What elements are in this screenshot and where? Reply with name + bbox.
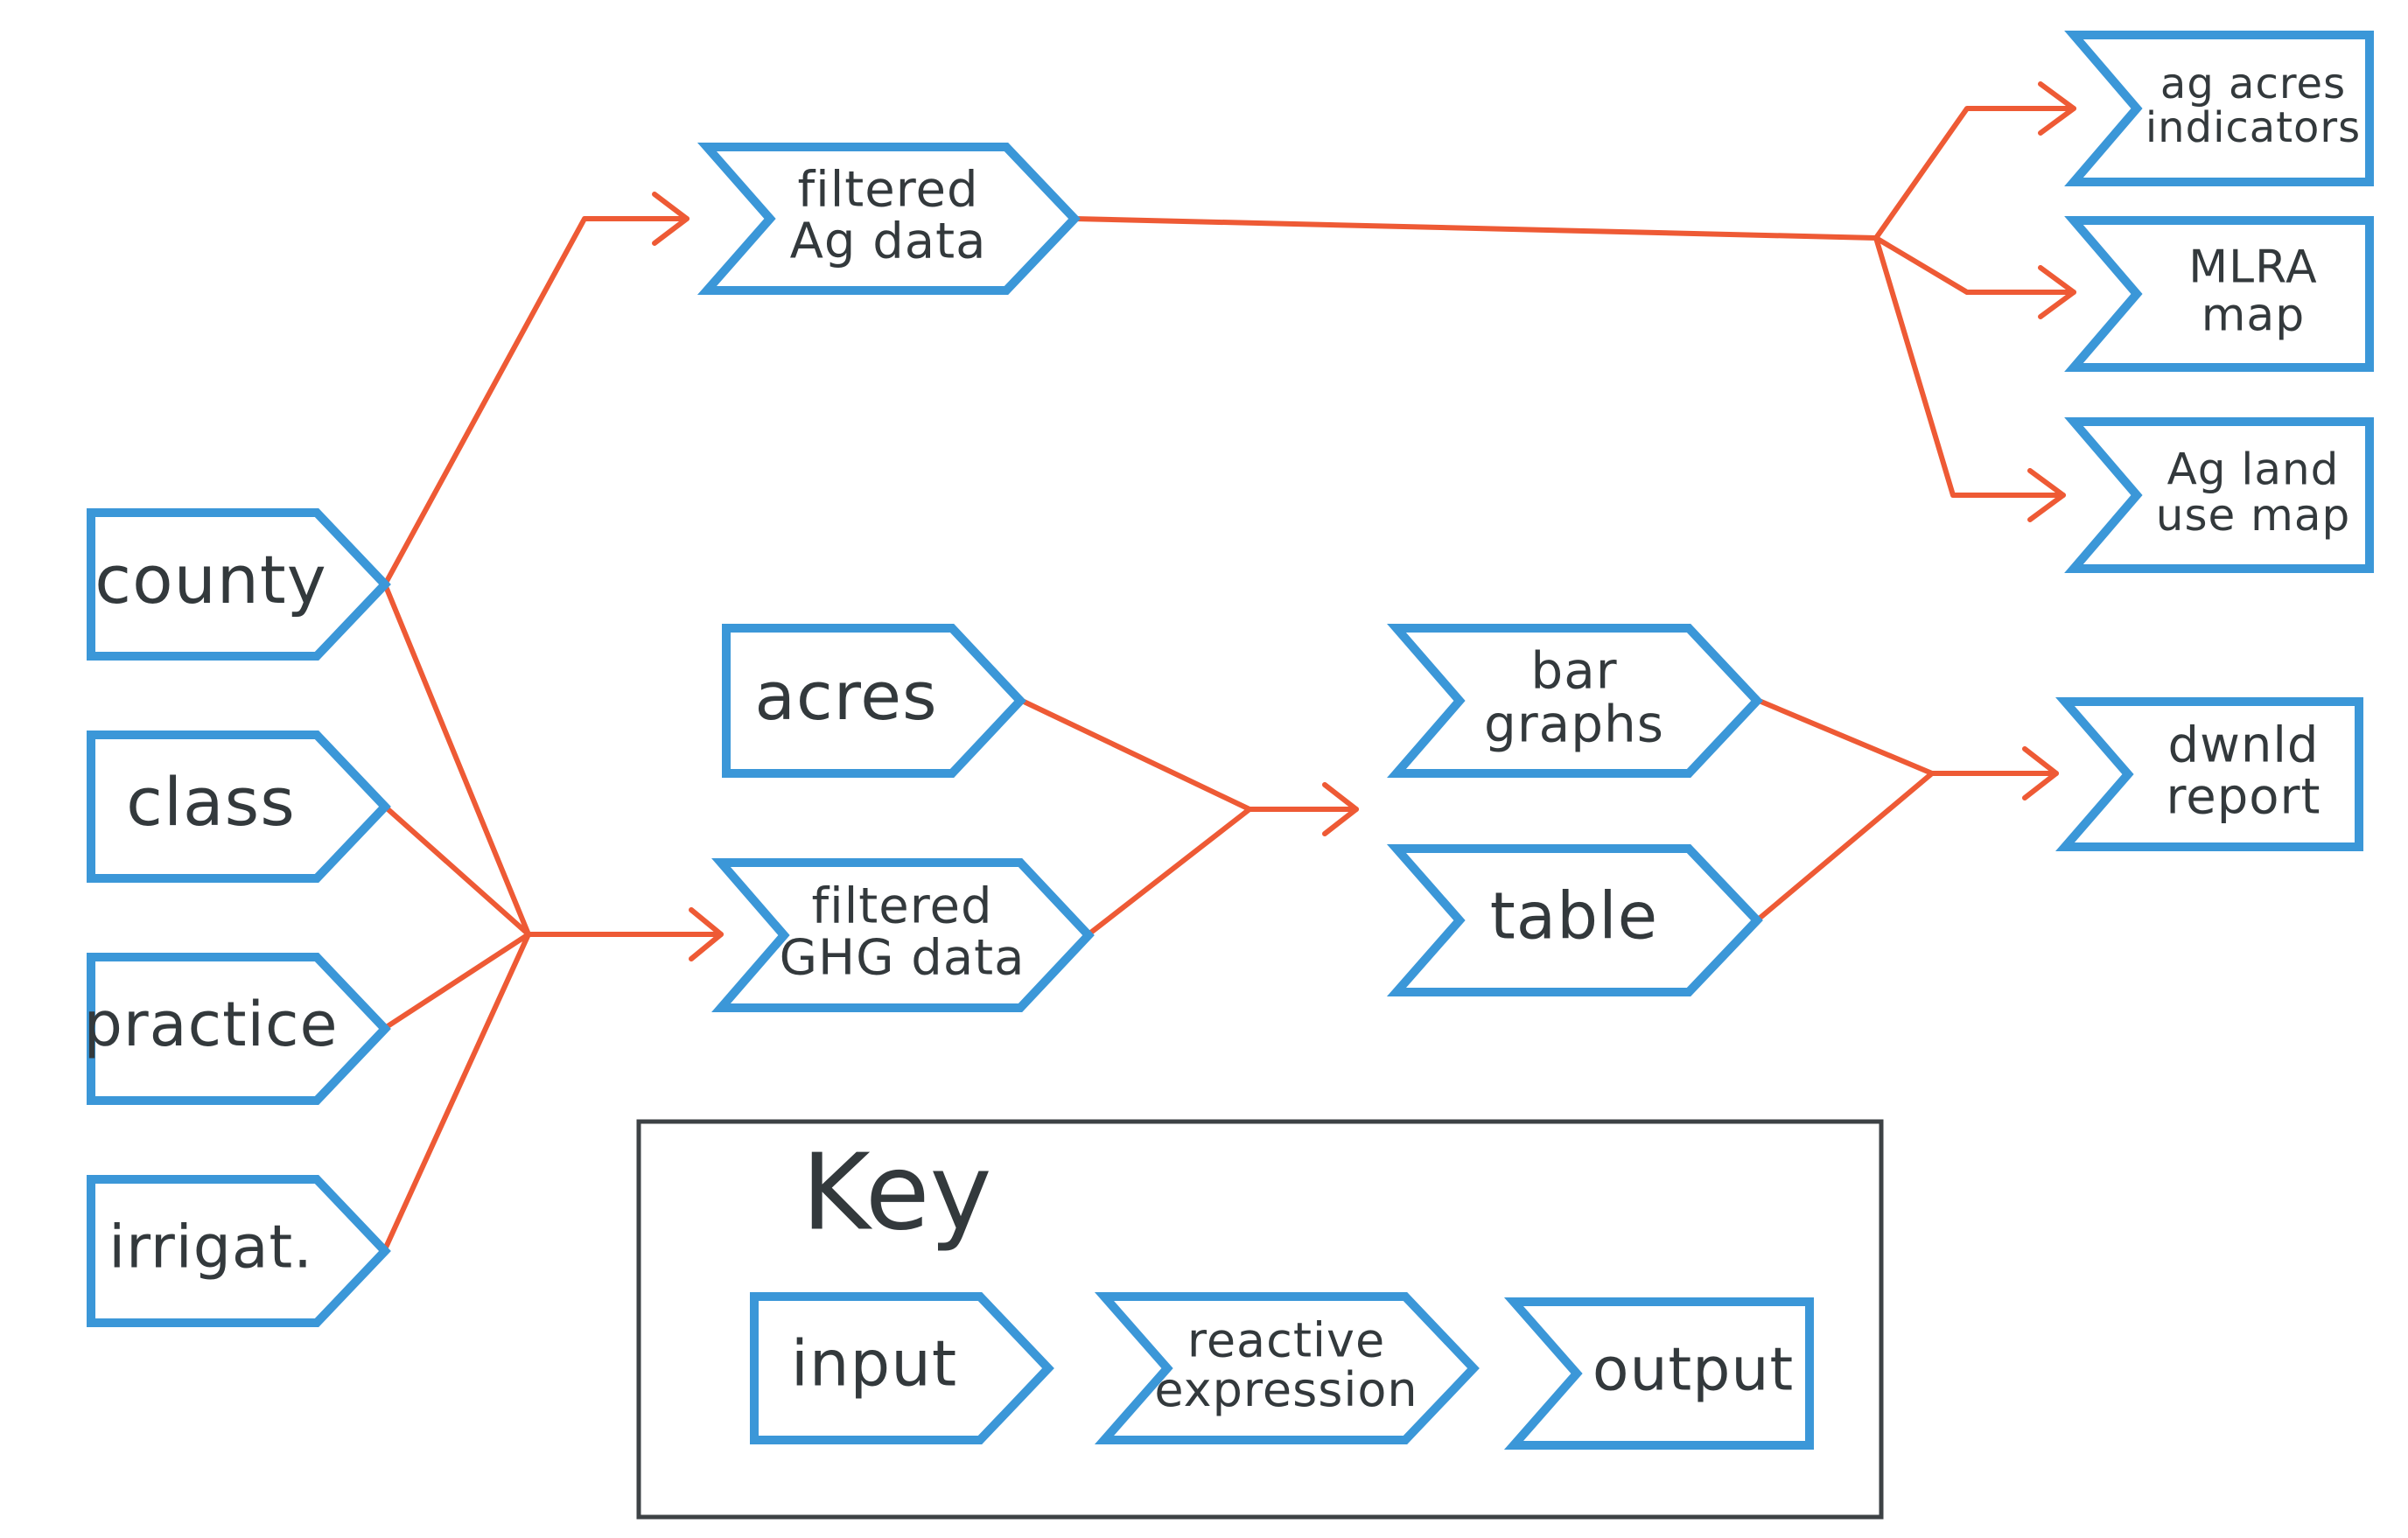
edge-branch-to-ag-acres xyxy=(1873,106,2076,241)
node-label-line: map xyxy=(2202,289,2306,341)
output-shape xyxy=(2064,417,2374,573)
edges-layer xyxy=(382,81,2076,1252)
key-input: input xyxy=(750,1292,1054,1444)
edge-acres-to-merge xyxy=(1018,697,1252,812)
output-shape xyxy=(2064,216,2374,372)
output-shape xyxy=(2064,31,2374,186)
key-title: Key xyxy=(802,1133,992,1255)
input-shape xyxy=(87,731,391,883)
node-label-line: dwnld xyxy=(2168,717,2320,774)
arrowhead-report xyxy=(2022,746,2059,800)
edge-filtered-ag-to-branch xyxy=(1072,216,1879,241)
node-label-line: filtered xyxy=(811,878,992,935)
edge-class-to-ghg xyxy=(382,804,531,937)
arrowhead-mlra xyxy=(2038,265,2076,319)
input-shape xyxy=(87,508,391,661)
edge-branch-to-mlra xyxy=(1873,235,2076,295)
edge-ghg-to-merge xyxy=(1086,807,1252,937)
node-label-line: use map xyxy=(2156,490,2350,541)
node-label-line: Ag land xyxy=(2167,444,2340,494)
output-shape xyxy=(1503,1297,1814,1450)
edge-practice-to-ghg xyxy=(382,932,531,1031)
edge-bar-to-report xyxy=(1754,697,1935,776)
edge-county-to-ghg xyxy=(382,582,531,937)
node-label-line: practice xyxy=(83,989,338,1060)
node-class: class xyxy=(87,731,391,883)
node-label-line: Ag data xyxy=(790,213,987,270)
node-label-line: input xyxy=(791,1327,957,1401)
output-shape xyxy=(2055,697,2363,851)
arrowhead-filtered-ghg xyxy=(689,907,724,961)
node-label-line: class xyxy=(126,763,296,841)
edge-irrigat-to-ghg xyxy=(382,932,531,1252)
node-label-line: reactive xyxy=(1187,1312,1385,1367)
input-shape xyxy=(722,624,1026,778)
reactive-shape xyxy=(1387,624,1763,778)
arrowhead-filtered-ag xyxy=(652,192,690,246)
node-label-line: output xyxy=(1592,1336,1794,1405)
node-table: table xyxy=(1386,844,1763,996)
node-irrigat: irrigat. xyxy=(87,1175,391,1327)
node-label-line: filtered xyxy=(797,162,978,219)
node-label-line: irrigat. xyxy=(108,1213,313,1283)
node-county: county xyxy=(87,508,391,661)
node-label-line: GHG data xyxy=(780,930,1026,987)
edge-county-to-filtered-ag xyxy=(382,216,690,587)
arrowhead-visuals xyxy=(1322,782,1359,836)
reactive-shape xyxy=(711,858,1095,1012)
input-shape xyxy=(87,1175,391,1327)
key-output: output xyxy=(1503,1297,1814,1450)
node-label-line: indicators xyxy=(2146,103,2361,152)
edge-branch-to-ag-land xyxy=(1873,235,2066,498)
arrowhead-ag-land xyxy=(2027,468,2066,522)
node-label-line: table xyxy=(1490,879,1658,954)
reactive-shape xyxy=(1386,844,1763,996)
node-acres: acres xyxy=(722,624,1026,778)
node-label-line: MLRA xyxy=(2188,241,2317,294)
input-shape xyxy=(87,953,391,1105)
node-label-line: county xyxy=(94,541,326,619)
node-label-line: acres xyxy=(754,657,937,735)
node-label-line: ag acres xyxy=(2160,59,2346,108)
node-label-line: expression xyxy=(1154,1362,1418,1417)
nodes-layer: county class practice irrigat. acres filtered… xyxy=(83,31,2374,1450)
arrowhead-ag-acres xyxy=(2038,81,2076,136)
node-label-line: graphs xyxy=(1484,695,1664,754)
node-label-line: report xyxy=(2166,769,2320,826)
reactive-shape xyxy=(696,143,1081,295)
node-label-line: bar xyxy=(1530,641,1617,701)
edge-table-to-report xyxy=(1754,771,1935,923)
node-practice: practice xyxy=(83,953,391,1105)
reactive-shape xyxy=(1094,1292,1480,1444)
input-shape xyxy=(750,1292,1054,1444)
key-box xyxy=(636,1119,1884,1520)
